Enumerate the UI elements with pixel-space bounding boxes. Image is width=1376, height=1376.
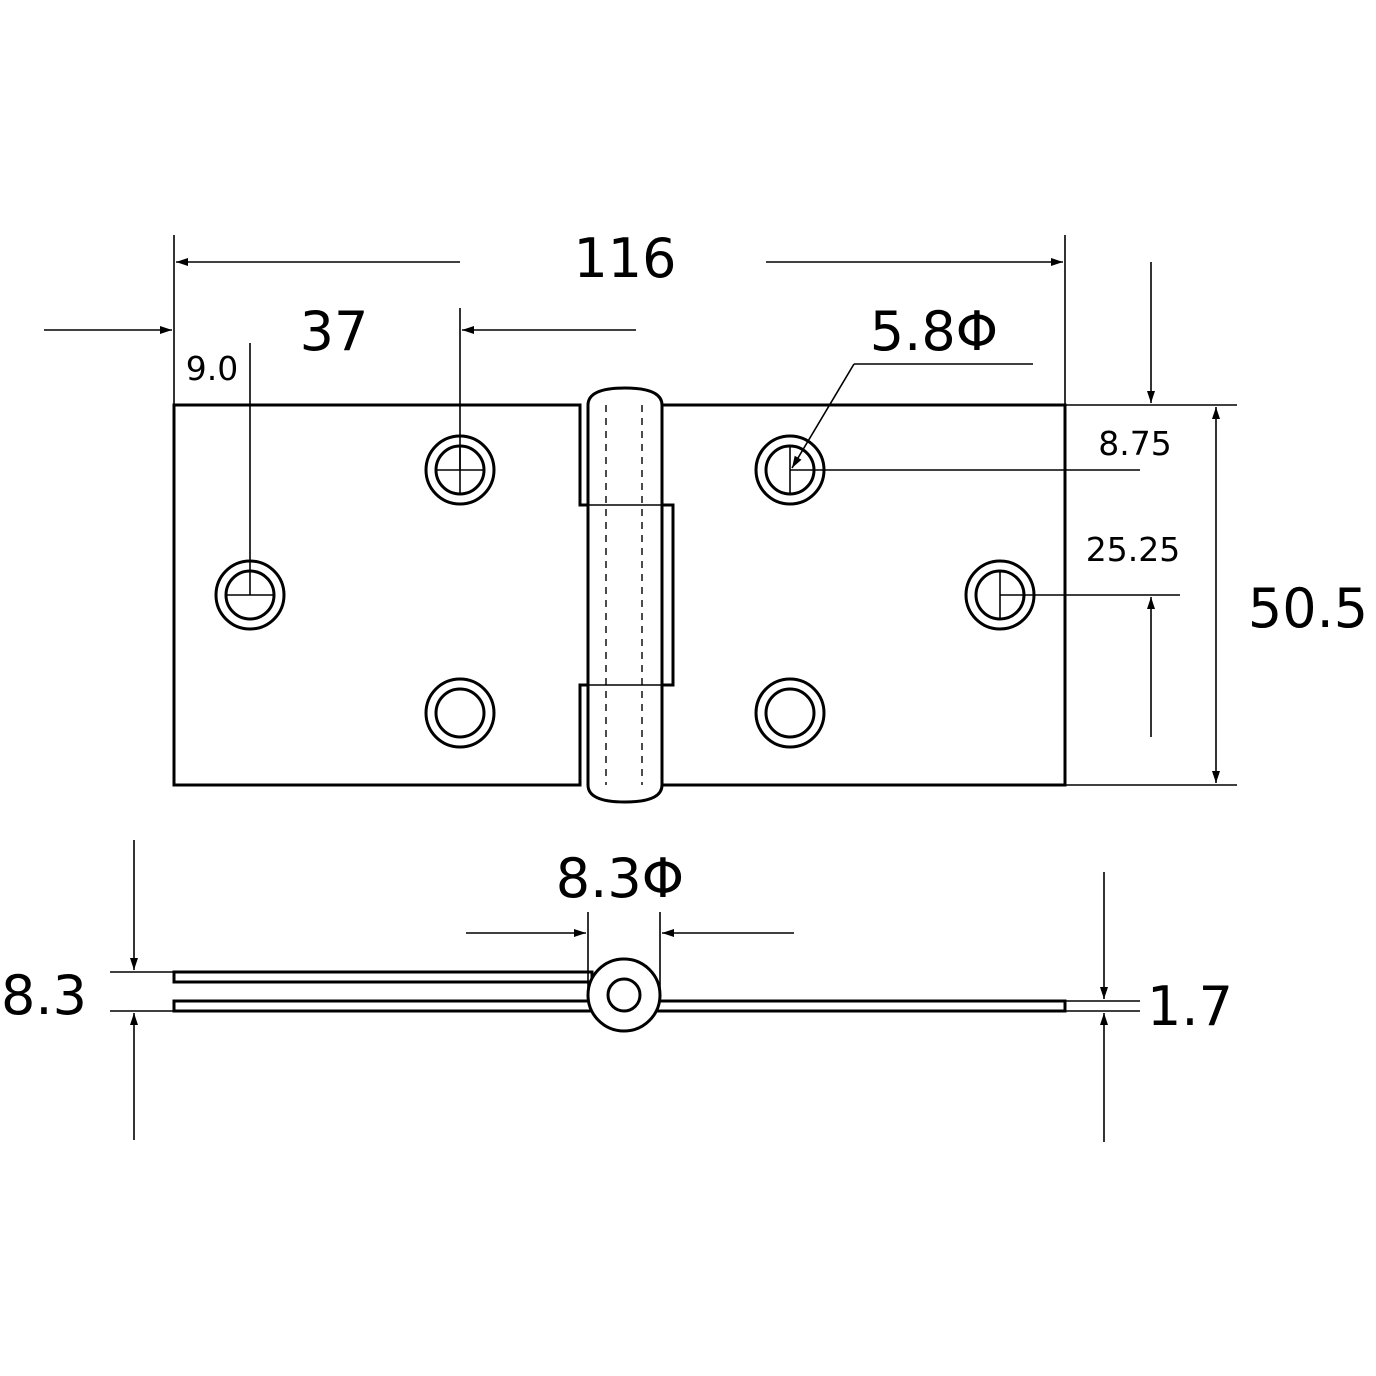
- dim-label-hole-pitch: 37: [300, 300, 369, 363]
- flat-leaf-right: [653, 999, 1067, 1013]
- hinge-side-view: [172, 957, 1067, 1033]
- leader-line-hole-diameter: [791, 363, 855, 469]
- dim-label-folded-thickness: 8.3: [1, 964, 87, 1027]
- dim-label-center-offset: 25.25: [1086, 530, 1180, 569]
- pin-barrel-inner: [606, 977, 642, 1013]
- folded-leaf-lower: [172, 999, 594, 1013]
- dim-label-hole-diameter: 5.8Φ: [870, 300, 998, 363]
- dim-label-top-offset: 8.75: [1098, 424, 1171, 463]
- plan-dimensions: 116 37 9.0 5.8Φ 8.75 25.25 50.5: [44, 227, 1368, 786]
- dim-label-overall-height: 50.5: [1248, 577, 1368, 640]
- dim-label-edge-offset: 9.0: [186, 349, 238, 388]
- dim-label-overall-width: 116: [573, 227, 676, 290]
- hinge-plan-view: [172, 386, 1067, 804]
- dim-label-plate-thickness: 1.7: [1147, 975, 1233, 1038]
- screw-hole-left-bottom: [424, 677, 496, 749]
- hinge-knuckle: [586, 386, 664, 804]
- folded-leaf-upper: [172, 970, 594, 984]
- screw-hole-right-bottom: [754, 677, 826, 749]
- dim-label-pin-diameter: 8.3Φ: [556, 847, 684, 910]
- side-dimensions: 8.3Φ 8.3 1.7: [1, 840, 1233, 1142]
